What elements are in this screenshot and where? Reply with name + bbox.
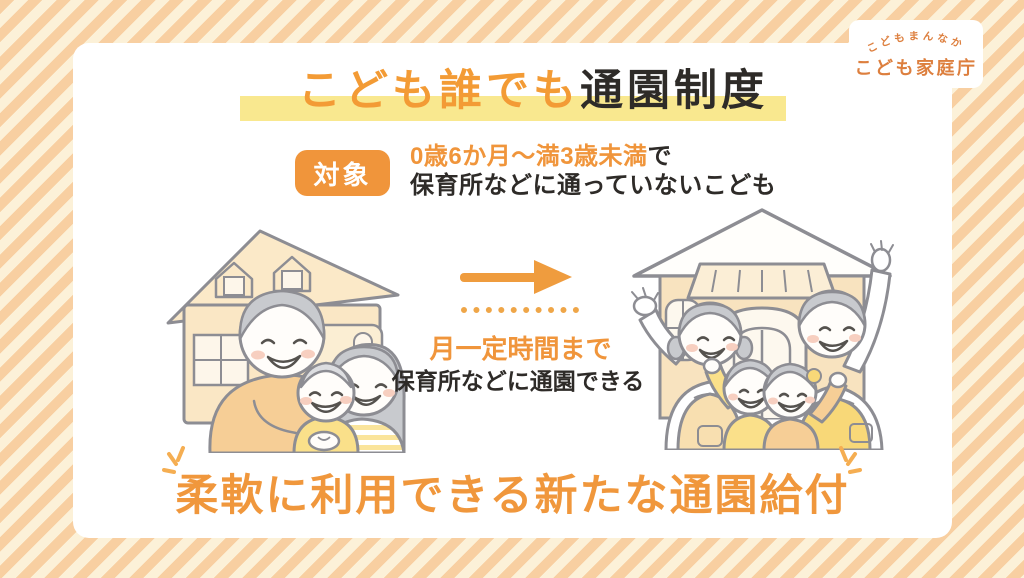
page-title: こども誰でも通園制度 <box>21 56 1024 118</box>
agency-tagline: こどもまんなか <box>865 30 963 55</box>
baby-figure <box>292 361 360 453</box>
agency-logo-icon: こどもまんなか こども家庭庁 <box>855 30 978 78</box>
target-condition: 0歳6か月〜満3歳未満で 保育所などに通っていないこども <box>410 142 776 200</box>
title-highlight-bar <box>240 96 786 121</box>
target-condition-line1: 0歳6か月〜満3歳未満で <box>410 142 776 171</box>
children-at-daycare-illustration <box>631 208 894 450</box>
target-badge: 対象 <box>295 150 390 196</box>
flow-caption-line2: 保育所などに通園できる <box>391 368 645 394</box>
dotted-line <box>461 307 579 313</box>
family-at-home-illustration <box>166 229 406 453</box>
footer-headline: 柔軟に利用できる新たな通園給付 <box>175 472 850 520</box>
right-arrow-icon <box>460 260 572 294</box>
target-condition-emphasis: 0歳6か月〜満3歳未満 <box>410 143 648 170</box>
agency-logo-badge: こどもまんなか こども家庭庁 <box>849 20 983 88</box>
flow-caption-emphasis: 月一定時間まで <box>429 334 612 364</box>
sparkle-right-icon <box>839 446 862 474</box>
page-title-rest: 通園制度 <box>580 67 768 115</box>
target-condition-suffix: で <box>647 143 673 170</box>
svg-text:こどもまんなか: こどもまんなか <box>865 30 966 55</box>
agency-name: こども家庭庁 <box>855 57 978 78</box>
sparkle-left-icon <box>162 446 185 474</box>
child-right-figure <box>762 362 848 450</box>
target-condition-line2: 保育所などに通っていないこども <box>410 172 777 199</box>
target-badge-label: 対象 <box>313 159 372 190</box>
page-title-emphasis: こども誰でも <box>298 67 580 115</box>
